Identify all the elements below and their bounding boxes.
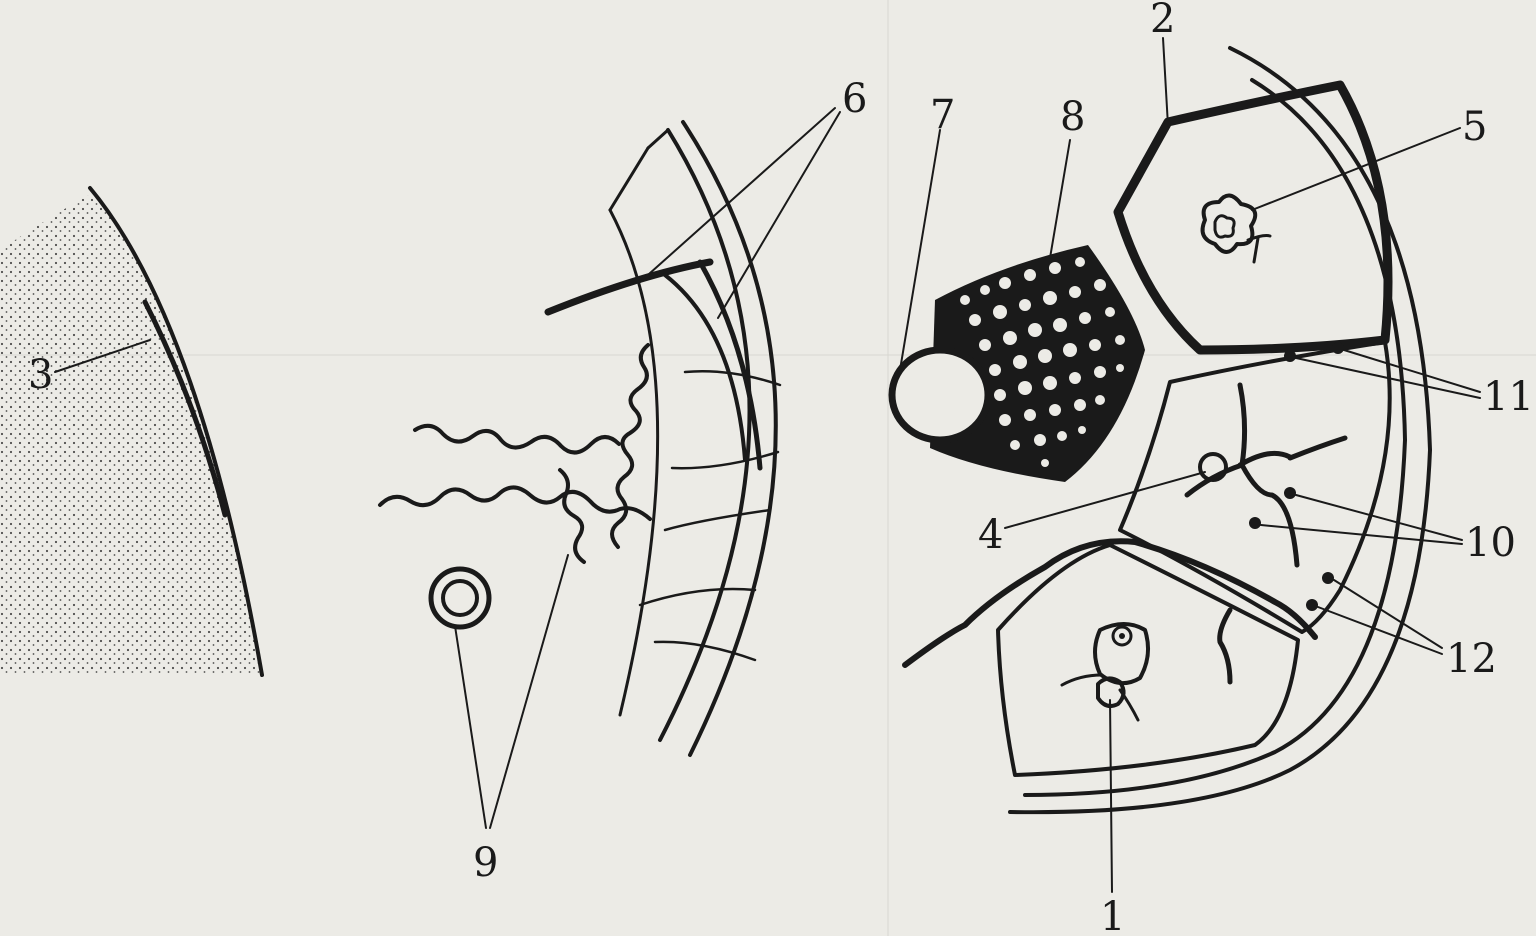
wavy-fiber-3 bbox=[378, 485, 652, 521]
lower-compartment bbox=[996, 543, 1300, 777]
label-9: 9 bbox=[473, 840, 498, 886]
fiber-branch bbox=[1217, 607, 1233, 685]
trilobed-structure bbox=[1200, 193, 1272, 264]
dots-12 bbox=[1306, 572, 1334, 611]
wavy-fiber-2 bbox=[413, 423, 621, 455]
leader-line-1 bbox=[1109, 699, 1113, 893]
leader-line-6a bbox=[639, 107, 836, 283]
leader-line-4 bbox=[1004, 471, 1206, 529]
leader-line-3 bbox=[54, 339, 151, 373]
oval-structure-7 bbox=[888, 346, 992, 444]
leader-line-7 bbox=[899, 129, 941, 371]
thick-compartment bbox=[1113, 80, 1393, 355]
curved-fiber-2 bbox=[663, 273, 747, 462]
dots-11 bbox=[1284, 342, 1344, 362]
label-3: 3 bbox=[28, 352, 53, 398]
label-1: 1 bbox=[1100, 894, 1125, 936]
middle-panel: 6 9 bbox=[378, 76, 867, 886]
leader-line-12b bbox=[1317, 606, 1443, 655]
reticulated-mass bbox=[930, 245, 1145, 482]
leader-line-8 bbox=[1049, 139, 1071, 259]
leader-line-6b bbox=[717, 111, 841, 319]
leader-line-9a bbox=[454, 625, 487, 829]
lower-organelle bbox=[1060, 622, 1151, 722]
thick-vessel bbox=[544, 258, 714, 316]
stippled-tissue-panel: 3 bbox=[0, 186, 264, 677]
label-8: 8 bbox=[1060, 94, 1085, 140]
dots-10 bbox=[1249, 487, 1296, 529]
capsule-outer bbox=[1008, 46, 1432, 815]
ring-structure-inner bbox=[441, 579, 479, 617]
leader-line-10a bbox=[1295, 494, 1463, 541]
outer-arc-2 bbox=[681, 120, 778, 757]
leader-line-10b bbox=[1260, 524, 1463, 545]
leader-line-9b bbox=[489, 554, 569, 829]
label-6: 6 bbox=[842, 76, 867, 122]
label-12: 12 bbox=[1446, 636, 1497, 682]
label-2: 2 bbox=[1150, 0, 1175, 42]
label-10: 10 bbox=[1465, 520, 1516, 566]
leader-line-12a bbox=[1333, 579, 1443, 649]
leader-line-2 bbox=[1162, 37, 1169, 127]
label-7: 7 bbox=[930, 92, 955, 138]
capsule-inner bbox=[1023, 78, 1407, 797]
band-crossline-1 bbox=[683, 369, 782, 387]
ring-structure-outer bbox=[428, 566, 492, 630]
wavy-fiber-4 bbox=[558, 468, 586, 564]
band-crossline-2 bbox=[670, 450, 780, 470]
band-crossline-3 bbox=[663, 508, 772, 532]
leader-line-11a bbox=[1295, 357, 1481, 399]
long-fiber bbox=[902, 538, 1318, 668]
tissue-outer-edge bbox=[88, 186, 264, 677]
right-panel: 5 2 4 11 10 12 bbox=[888, 0, 1534, 936]
label-11: 11 bbox=[1483, 374, 1534, 420]
label-4: 4 bbox=[978, 512, 1003, 558]
tissue-inner-layer bbox=[142, 299, 228, 518]
label-5: 5 bbox=[1462, 104, 1487, 150]
curved-fiber-1 bbox=[697, 259, 763, 471]
cell-nucleus-4 bbox=[1198, 452, 1228, 482]
band-top-cap-a bbox=[608, 146, 650, 212]
band-top-cap-b bbox=[646, 128, 670, 150]
reticulated-holes bbox=[960, 257, 1125, 467]
stippled-region bbox=[0, 192, 262, 675]
branching-cell bbox=[1184, 382, 1348, 568]
wavy-fiber-1 bbox=[610, 343, 650, 549]
inner-band-edge bbox=[608, 208, 660, 717]
band-crossline-4 bbox=[638, 587, 757, 607]
leader-line-5 bbox=[1251, 127, 1461, 211]
band-crossline-5 bbox=[653, 640, 757, 662]
leader-line-11b bbox=[1343, 349, 1481, 393]
